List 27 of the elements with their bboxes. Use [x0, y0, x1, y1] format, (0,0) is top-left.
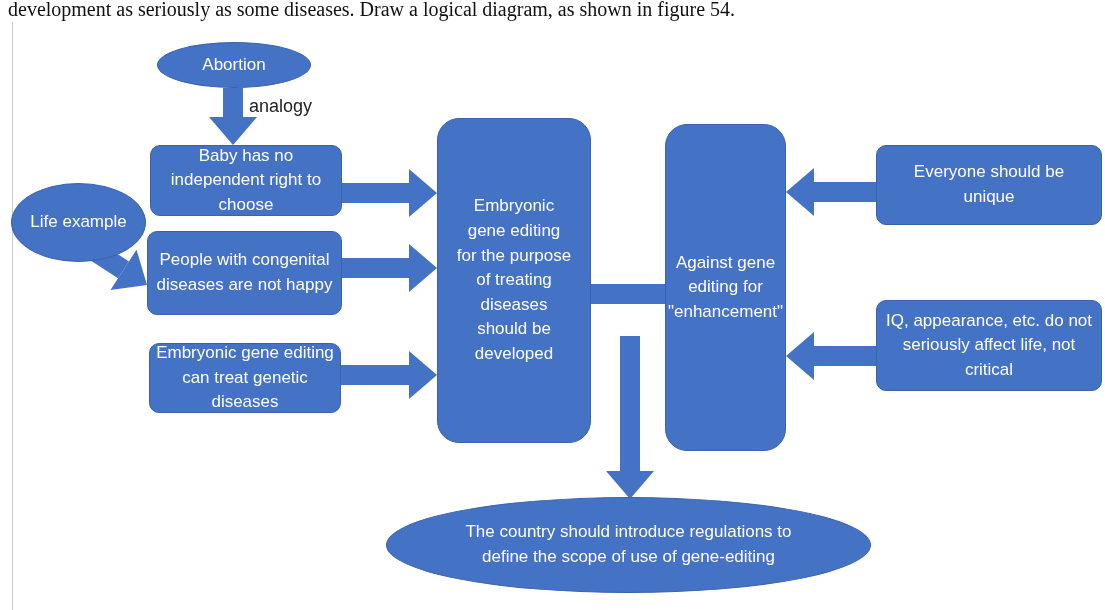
node-text: Embryonic gene editing can treat genetic diseases — [156, 342, 334, 414]
block-arrow — [342, 244, 437, 292]
block-arrow — [342, 169, 437, 217]
block-arrow — [209, 88, 257, 145]
argument-box — [150, 145, 342, 216]
block-arrow — [786, 332, 876, 380]
node-text: IQ, appearance, etc. do not seriously affect life, not critical — [885, 309, 1093, 381]
node-text: Abortion — [202, 53, 266, 76]
instruction-text: development as seriously as some diseases. Draw a logical diagram, as shown in figure 54. — [8, 0, 736, 21]
block-arrow — [341, 351, 437, 399]
argument-box — [876, 300, 1102, 391]
node-text: Everyone should be unique — [912, 161, 1066, 208]
argument-box — [147, 231, 342, 315]
edge-label: analogy — [249, 96, 313, 117]
node-text: Life example — [30, 211, 127, 234]
node-text: People with congenital diseases are not happy — [155, 249, 334, 296]
connector-bar — [591, 284, 665, 304]
conclusion-box — [437, 118, 591, 443]
node-text: The country should introduce regulations to define the scope of use of gene-editing — [464, 521, 793, 568]
node-text: Against gene editing for "enhancement" — [667, 251, 784, 323]
conclusion-box — [665, 124, 786, 451]
block-arrow — [786, 168, 876, 216]
node-text: Baby has no independent right to choose — [169, 144, 323, 216]
block-arrow — [606, 336, 654, 499]
oval-node — [11, 183, 146, 262]
node-text: Embryonic gene editing for the purpose of treating diseases should be developed — [456, 195, 572, 366]
argument-box — [876, 145, 1102, 225]
